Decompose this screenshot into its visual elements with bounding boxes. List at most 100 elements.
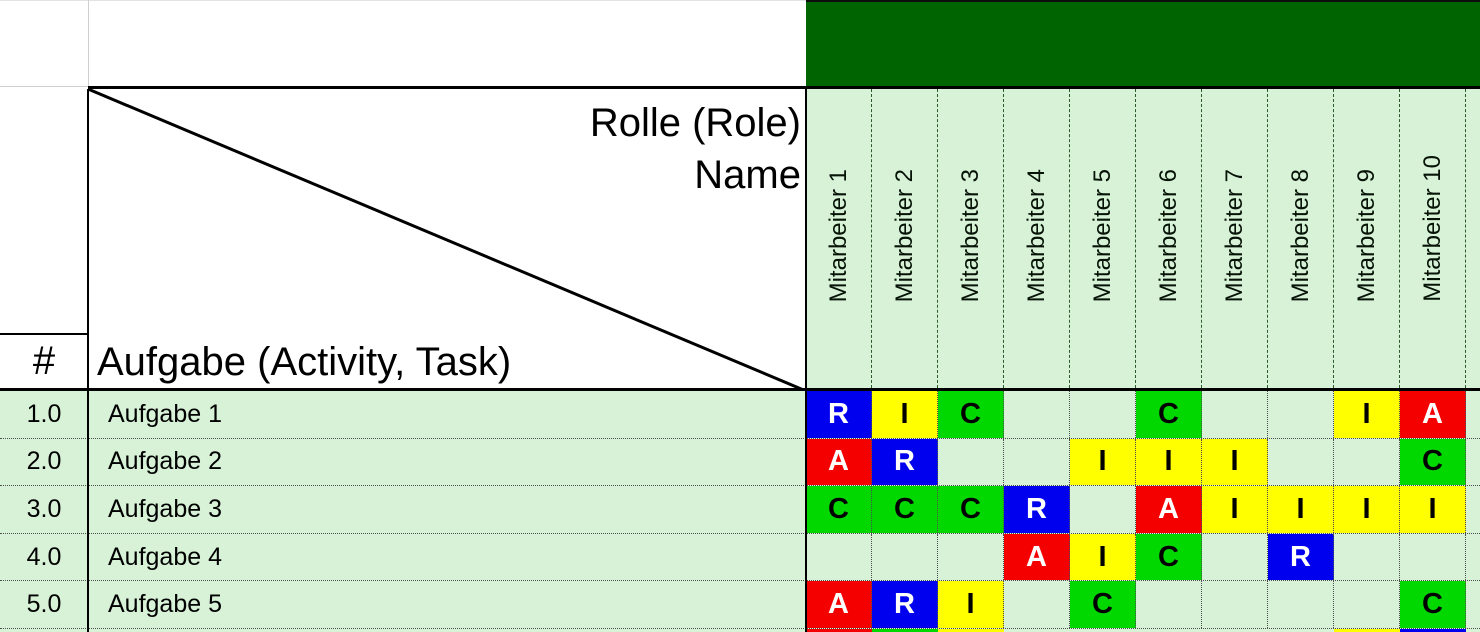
task-name-cell[interactable]: Aufgabe 4 (108, 542, 222, 571)
column-header-label: Mitarbeiter 6 (1154, 168, 1182, 302)
raci-cell-c[interactable]: C (1070, 581, 1136, 628)
raci-cell-r[interactable]: R (872, 438, 938, 486)
border-line (0, 333, 88, 335)
raci-cell-c[interactable]: C (1400, 581, 1466, 628)
number-column-header-label: # (32, 339, 56, 383)
raci-cell-a[interactable]: A (1004, 533, 1070, 581)
row-number-cell[interactable]: 4.0 (26, 542, 62, 571)
task-name-cell[interactable]: Aufgabe 2 (108, 447, 222, 476)
partial-row-matrix-cell (938, 629, 1004, 632)
matrix-cell-empty[interactable] (1004, 581, 1070, 628)
partial-row-matrix-cell (1400, 629, 1466, 632)
faint-gridline (0, 86, 88, 87)
raci-cell-a[interactable]: A (806, 581, 872, 628)
column-header-cell[interactable]: Mitarbeiter 7 (1202, 89, 1268, 388)
matrix-cell-empty[interactable] (1070, 391, 1136, 438)
matrix-cell-empty[interactable] (1136, 581, 1202, 628)
column-header-label: Mitarbeiter 8 (1286, 168, 1314, 302)
row-number-cell[interactable]: 1.0 (26, 399, 62, 428)
raci-cell-i[interactable]: I (938, 581, 1004, 628)
matrix-cell-partial (1466, 486, 1480, 533)
partial-next-row (0, 629, 1480, 632)
matrix-cell-empty[interactable] (1202, 581, 1268, 628)
partial-row-matrix-cell (872, 629, 938, 632)
raci-cell-i[interactable]: I (1334, 486, 1400, 533)
matrix-cell-empty[interactable] (1202, 391, 1268, 438)
matrix-cell-partial (1466, 581, 1480, 628)
raci-cell-i[interactable]: I (1136, 438, 1202, 486)
matrix-cell-partial (1466, 534, 1480, 581)
task-name-cell[interactable]: Aufgabe 1 (108, 399, 222, 428)
matrix-cell-empty[interactable] (1334, 533, 1400, 581)
matrix-cell-empty[interactable] (1004, 391, 1070, 438)
matrix-cell-empty[interactable] (1268, 391, 1334, 438)
raci-cell-a[interactable]: A (806, 438, 872, 486)
raci-cell-c[interactable]: C (938, 391, 1004, 438)
row-number-cell[interactable]: 2.0 (26, 447, 62, 476)
raci-cell-a[interactable]: A (1400, 391, 1466, 438)
row-number-cell[interactable]: 5.0 (26, 590, 62, 619)
column-header-label: Mitarbeiter 1 (824, 168, 852, 302)
matrix-cell-empty[interactable] (1334, 581, 1400, 628)
raci-cell-i[interactable]: I (1400, 486, 1466, 533)
raci-cell-r[interactable]: R (1268, 533, 1334, 581)
raci-cell-i[interactable]: I (1070, 438, 1136, 486)
title-banner-cell[interactable] (806, 0, 1480, 86)
column-header-cell[interactable]: Mitarbeiter 4 (1004, 89, 1070, 388)
raci-cell-c[interactable]: C (872, 486, 938, 533)
raci-cell-c[interactable]: C (1136, 533, 1202, 581)
raci-cell-i[interactable]: I (1334, 391, 1400, 438)
matrix-cell-empty[interactable] (1004, 438, 1070, 486)
raci-cell-c[interactable]: C (1400, 438, 1466, 486)
column-header-cell[interactable]: Mitarbeiter 2 (872, 89, 938, 388)
task-name-cell[interactable]: Aufgabe 5 (108, 590, 222, 619)
matrix-cell-partial (1466, 391, 1480, 438)
corner-labels: Rolle (Role) Name (590, 97, 801, 201)
matrix-cell-partial (1466, 439, 1480, 486)
raci-cell-a[interactable]: A (1136, 486, 1202, 533)
row-number-cell[interactable]: 3.0 (26, 494, 62, 523)
matrix-cell-empty[interactable] (1400, 533, 1466, 581)
matrix-cell-empty[interactable] (1268, 581, 1334, 628)
raci-cell-r[interactable]: R (806, 391, 872, 438)
raci-cell-i[interactable]: I (1268, 486, 1334, 533)
column-header-cell[interactable]: Mitarbeiter 1 (806, 89, 872, 388)
column-header-cell[interactable]: Mitarbeiter 8 (1268, 89, 1334, 388)
partial-row-matrix-cell (1334, 629, 1400, 632)
raci-cell-r[interactable]: R (872, 581, 938, 628)
column-header-cell[interactable]: Mitarbeiter 9 (1334, 89, 1400, 388)
column-header-cell[interactable]: Mitarbeiter 10 (1400, 89, 1466, 388)
column-header-cell[interactable]: Mitarbeiter 3 (938, 89, 1004, 388)
column-header-cell[interactable]: Mitarbeiter 5 (1070, 89, 1136, 388)
raci-cell-c[interactable]: C (938, 486, 1004, 533)
matrix-cell-empty[interactable] (806, 533, 872, 581)
border-line (87, 89, 89, 632)
raci-cell-c[interactable]: C (806, 486, 872, 533)
column-header-cell[interactable]: Mitarbeiter 6 (1136, 89, 1202, 388)
number-column-header[interactable]: # (0, 335, 88, 388)
role-label: Rolle (Role) (589, 101, 801, 145)
matrix-cell-empty[interactable] (872, 533, 938, 581)
matrix-cell-empty[interactable] (1268, 438, 1334, 486)
raci-cell-r[interactable]: R (1004, 486, 1070, 533)
corner-cell[interactable]: Rolle (Role) Name Aufgabe (Activity, Tas… (88, 89, 806, 391)
name-label: Name (694, 153, 801, 197)
matrix-cell-empty[interactable] (938, 533, 1004, 581)
matrix-cell-empty[interactable] (938, 438, 1004, 486)
task-name-cell[interactable]: Aufgabe 3 (108, 494, 222, 523)
raci-cell-i[interactable]: I (1202, 438, 1268, 486)
raci-cell-i[interactable]: I (872, 391, 938, 438)
matrix-cell-empty[interactable] (1202, 533, 1268, 581)
raci-cell-i[interactable]: I (1202, 486, 1268, 533)
matrix-cell-empty[interactable] (1070, 486, 1136, 533)
column-header-label: Mitarbeiter 4 (1022, 168, 1050, 302)
raci-cell-c[interactable]: C (1136, 391, 1202, 438)
matrix-cell-empty[interactable] (1334, 438, 1400, 486)
raci-cell-i[interactable]: I (1070, 533, 1136, 581)
